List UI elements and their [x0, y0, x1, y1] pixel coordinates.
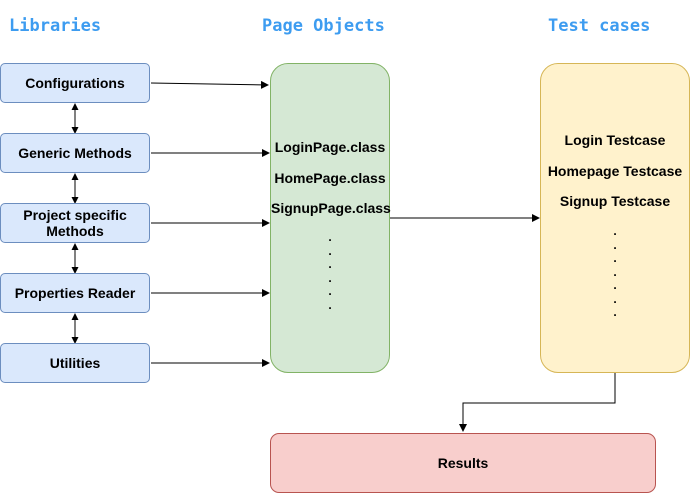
- test-cases-heading: Test cases: [548, 16, 651, 36]
- project-specific-methods-box[interactable]: Project specific Methods: [0, 203, 150, 243]
- results-label: Results: [437, 455, 489, 471]
- test-case-item: Login Testcase: [564, 132, 666, 148]
- results-box[interactable]: Results: [270, 433, 656, 493]
- properties-reader-box[interactable]: Properties Reader: [0, 273, 150, 313]
- test-cases-box[interactable]: Login Testcase Homepage Testcase Signup …: [540, 63, 690, 373]
- page-objects-box[interactable]: LoginPage.class HomePage.class SignupPag…: [270, 63, 391, 373]
- page-object-item: HomePage.class: [274, 170, 386, 186]
- generic-methods-box[interactable]: Generic Methods: [0, 133, 150, 173]
- test-case-item: Homepage Testcase: [547, 163, 683, 179]
- arrow-test-cases-to-results: [459, 373, 616, 432]
- page-objects-ellipsis: ......: [328, 230, 332, 312]
- configurations-label: Configurations: [25, 75, 125, 91]
- page-object-item: LoginPage.class: [274, 139, 386, 155]
- utilities-box[interactable]: Utilities: [0, 343, 150, 383]
- generic-methods-label: Generic Methods: [18, 145, 132, 161]
- page-object-item: SignupPage.class: [271, 200, 391, 216]
- test-case-item: Signup Testcase: [559, 193, 671, 209]
- page-objects-heading: Page Objects: [262, 16, 385, 36]
- test-cases-ellipsis: .......: [613, 224, 617, 319]
- properties-reader-label: Properties Reader: [14, 285, 136, 301]
- arrow-configurations-to-page-objects: [150, 80, 269, 89]
- configurations-box[interactable]: Configurations: [0, 63, 150, 103]
- utilities-label: Utilities: [49, 355, 101, 371]
- libraries-heading: Libraries: [9, 16, 102, 36]
- project-specific-methods-label: Project specific Methods: [23, 207, 127, 239]
